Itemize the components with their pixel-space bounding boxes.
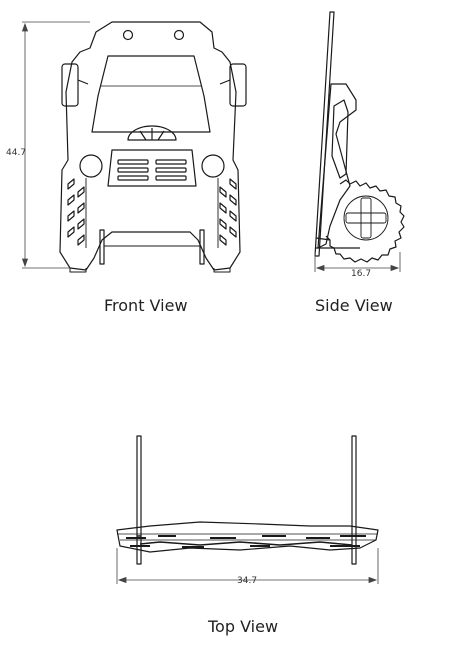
top-width-value: 34.7 bbox=[237, 576, 257, 586]
roof-hole-right bbox=[173, 29, 185, 41]
top-width-dimension bbox=[116, 548, 379, 584]
side-gear-hub bbox=[343, 195, 389, 241]
top-view-drawing bbox=[116, 435, 379, 565]
mirror-arm-right bbox=[219, 79, 231, 85]
mirror-left bbox=[61, 63, 79, 107]
right-tire-treads bbox=[219, 178, 237, 246]
side-depth-value: 16.7 bbox=[351, 269, 371, 279]
headlight-left bbox=[79, 154, 103, 178]
roof-hole-left bbox=[122, 29, 134, 41]
top-post-left bbox=[136, 435, 142, 537]
side-front-panel bbox=[314, 11, 335, 257]
side-support-bracket bbox=[317, 83, 357, 249]
top-view-label: Top View bbox=[208, 617, 279, 636]
front-view-label: Front View bbox=[104, 296, 188, 315]
windshield bbox=[91, 55, 211, 133]
mirror-arm-left bbox=[77, 79, 89, 85]
steering-wheel bbox=[127, 125, 177, 141]
side-depth-dimension bbox=[314, 252, 401, 272]
top-base-outline bbox=[116, 521, 379, 553]
hood-outline bbox=[107, 149, 197, 187]
side-support-cutout bbox=[331, 99, 349, 179]
top-base-hatching bbox=[126, 535, 366, 548]
front-height-value: 44.7 bbox=[6, 148, 26, 158]
front-height-dimension bbox=[21, 21, 90, 269]
left-tire-treads bbox=[67, 178, 85, 246]
top-post-right bbox=[351, 435, 357, 537]
lower-slot-right bbox=[199, 229, 205, 265]
grille-slots bbox=[117, 159, 187, 181]
side-gear-wheel bbox=[325, 179, 405, 263]
side-view-drawing bbox=[314, 11, 405, 263]
tractor-cab-outline bbox=[59, 21, 241, 271]
headlight-right bbox=[201, 154, 225, 178]
lower-slot-left bbox=[99, 229, 105, 265]
mirror-right bbox=[229, 63, 247, 107]
side-view-label: Side View bbox=[315, 296, 393, 315]
front-view-drawing bbox=[59, 21, 247, 273]
